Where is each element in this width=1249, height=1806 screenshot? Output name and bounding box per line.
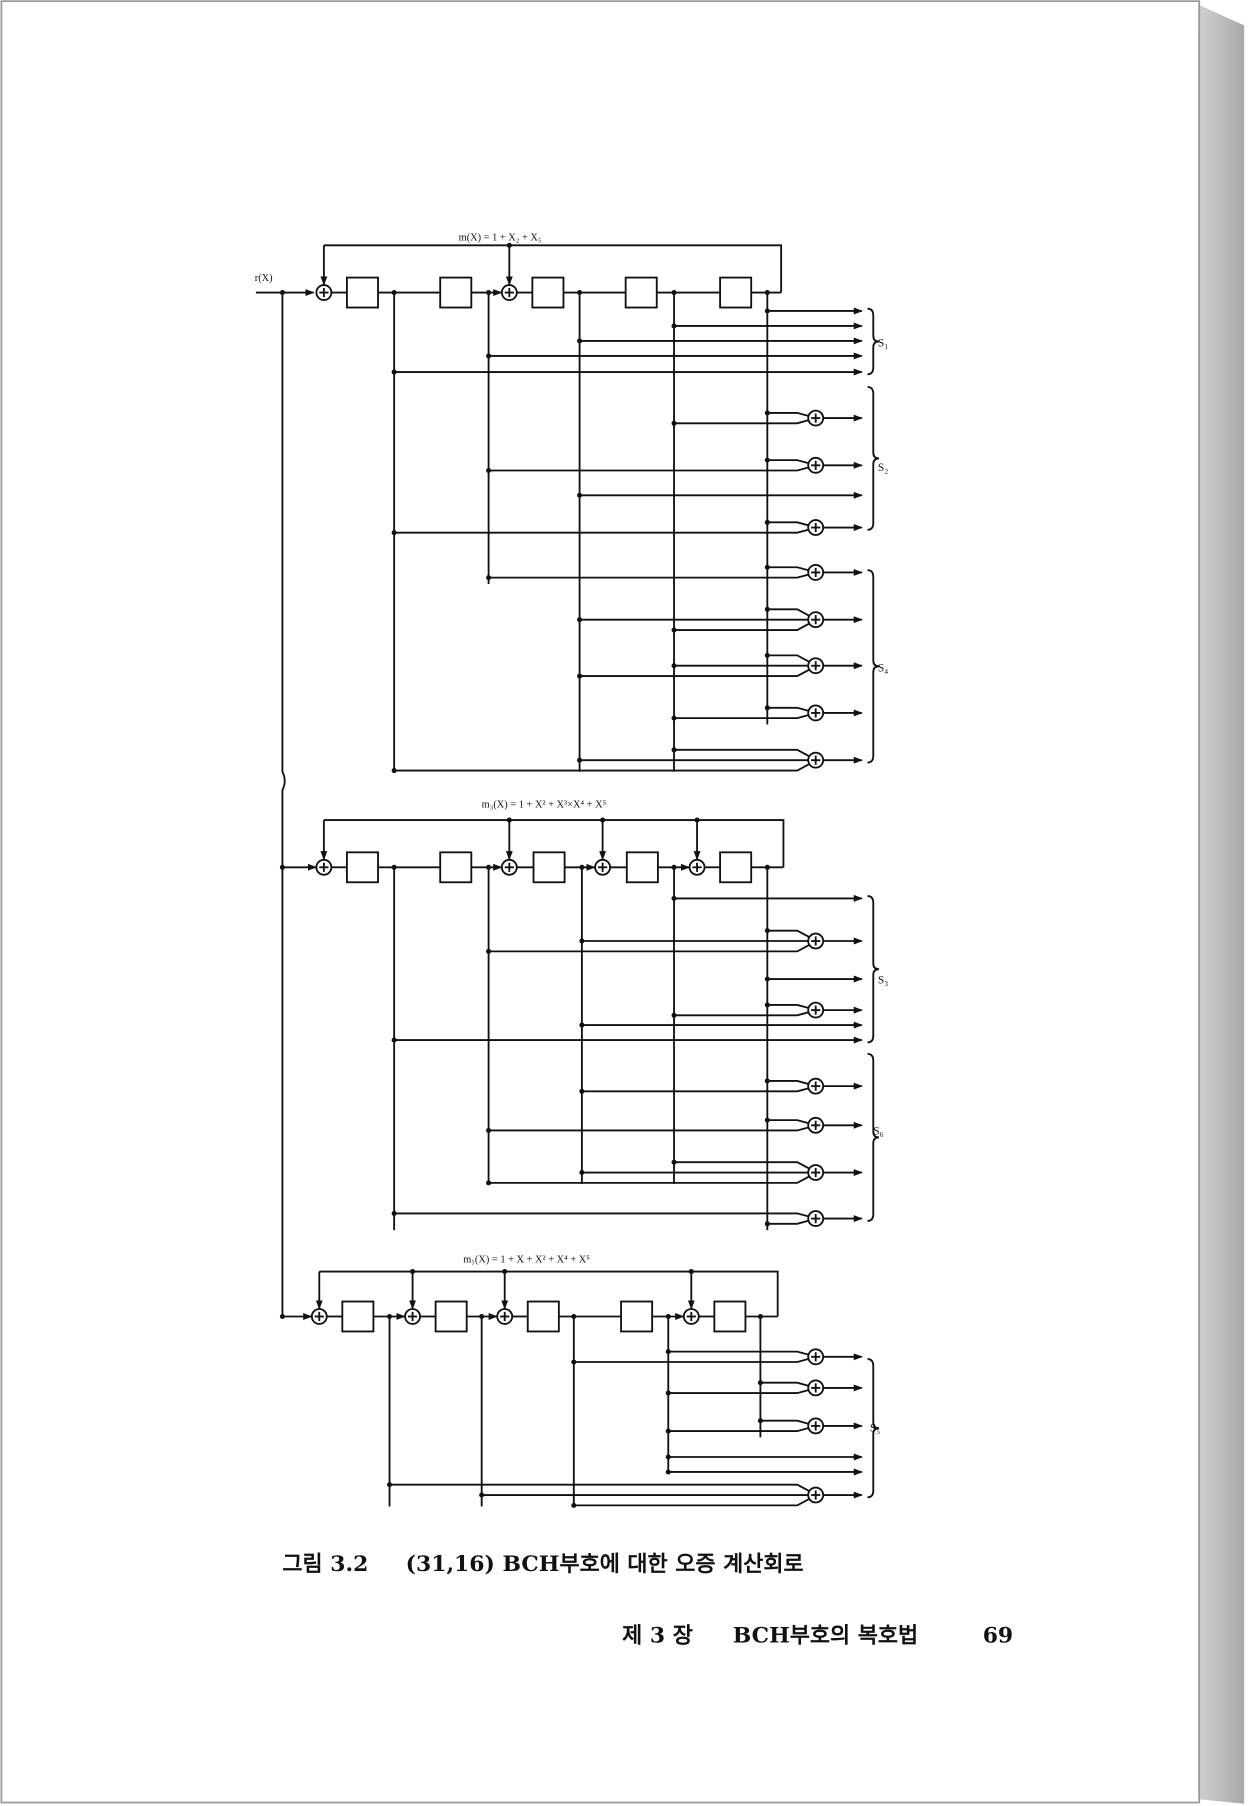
gate-input-wire [767, 608, 810, 617]
syndrome-circuit-diagram [255, 242, 880, 1508]
feedback-wire [323, 819, 785, 868]
junction-dot [486, 1180, 492, 1186]
polynomial-label-1: m(X) = 1 + X₂ + X₅ [459, 233, 542, 244]
syndrome-brace [867, 307, 880, 376]
junction-dot [486, 575, 492, 581]
gate-input-wire [488, 466, 810, 472]
shift-register-cell [719, 851, 753, 884]
gate-input-wire [394, 763, 810, 772]
syndrome-brace [867, 1052, 880, 1222]
syndrome-brace [867, 569, 880, 764]
gate-input-wire [668, 1427, 810, 1433]
gate-input-wire [767, 654, 810, 663]
junction-dot [577, 673, 583, 679]
syndrome-label-s4: S₄ [878, 662, 888, 674]
syndrome-brace [867, 386, 880, 531]
page-border [0, 0, 1201, 1804]
feedback-wire [319, 1270, 779, 1317]
junction-dot [577, 492, 583, 498]
junction-dot [391, 1210, 397, 1216]
junction-dot [391, 1037, 397, 1043]
syndrome-label-s5: S₅ [870, 1423, 880, 1435]
footer-title: BCH부호의 복호법 [733, 1622, 918, 1648]
junction-dot [486, 948, 492, 954]
shift-register-cell [434, 1300, 468, 1333]
shift-register-cell [526, 1300, 560, 1333]
shift-register-cell [439, 851, 473, 884]
gate-input-wire [674, 714, 810, 720]
gate-input-wire [674, 1161, 810, 1170]
gate-input-wire [668, 1389, 810, 1395]
polynomial-label-2: m₃(X) = 1 + X² + X³×X⁴ + X⁵ [482, 799, 607, 810]
input-label: r(X) [255, 273, 273, 284]
shift-register-cell [345, 276, 379, 309]
shift-register-cell [345, 851, 379, 884]
junction-dot [387, 1482, 393, 1488]
gate-input-wire [674, 419, 810, 425]
junction-dot [391, 768, 397, 774]
shift-register-cell [531, 276, 565, 309]
gate-input-wire [488, 573, 810, 579]
gate-input-wire [573, 1498, 810, 1507]
diagram-labels: r(X) m(X) = 1 + X₂ + X₅ m₃(X) = 1 + X² +… [255, 233, 1013, 1649]
junction-dot [577, 617, 583, 623]
junction-dot [577, 757, 583, 763]
syndrome-label-s2: S₂ [878, 462, 888, 474]
junction-dot [279, 290, 285, 296]
syndrome-label-s6: S₆ [873, 1126, 883, 1138]
gate-input-wire [767, 1080, 810, 1085]
gate-input-wire [573, 1357, 810, 1363]
footer-chapter: 제 3 장 [622, 1622, 693, 1648]
shift-register-cell [625, 851, 659, 884]
gate-input-wire [767, 706, 810, 712]
junction-dot [486, 353, 492, 359]
syndrome-brace [867, 1358, 880, 1499]
gate-input-wire [389, 1483, 810, 1492]
gate-input-wire [767, 566, 810, 572]
junction-dot [577, 338, 583, 344]
figure-number: 그림 3.2 [282, 1551, 368, 1577]
gate-input-wire [674, 622, 810, 631]
page-number: 69 [983, 1622, 1013, 1648]
gate-input-wire [488, 1126, 810, 1132]
gate-input-wire [581, 1087, 810, 1093]
gate-input-wire [767, 929, 810, 938]
shift-register-cell [532, 851, 566, 884]
shift-register-cell [719, 276, 753, 309]
polynomial-label-3: m₅(X) = 1 + X + X² + X⁴ + X⁵ [463, 1254, 590, 1265]
gate-input-wire [760, 1419, 810, 1425]
junction-dot [486, 467, 492, 474]
page-edge-shadow [1198, 4, 1245, 1804]
gate-input-wire [394, 528, 810, 534]
gate-input-wire [767, 411, 810, 417]
syndrome-brace [867, 895, 880, 1044]
junction-dot [391, 369, 397, 375]
gate-input-wire [488, 1175, 810, 1184]
gate-input-wire [767, 1004, 810, 1009]
junction-dot [486, 1127, 492, 1134]
gate-input-wire [579, 669, 810, 678]
gate-input-wire [767, 1219, 810, 1225]
gate-input-wire [488, 944, 810, 953]
gate-input-wire [767, 521, 810, 527]
shift-register-cell [713, 1300, 747, 1333]
gate-input-wire [767, 459, 810, 465]
syndrome-label-s1: S₁ [878, 338, 888, 350]
shift-register-cell [341, 1300, 375, 1333]
gate-input-wire [394, 1212, 810, 1218]
syndrome-label-s3: S₃ [878, 975, 888, 987]
shift-register-cell [620, 1300, 654, 1333]
gate-input-wire [674, 1011, 810, 1017]
gate-input-wire [668, 1350, 810, 1356]
gate-input-wire [767, 1119, 810, 1125]
input-trunk-wire [281, 292, 286, 1317]
gate-input-wire [760, 1381, 810, 1387]
gate-input-wire [674, 748, 810, 757]
shift-register-cell [624, 276, 658, 309]
junction-dot [391, 530, 397, 536]
feedback-wire [323, 244, 783, 293]
figure-caption: (31,16) BCH부호에 대한 오증 계산회로 [406, 1551, 804, 1577]
shift-register-cell [439, 276, 473, 309]
